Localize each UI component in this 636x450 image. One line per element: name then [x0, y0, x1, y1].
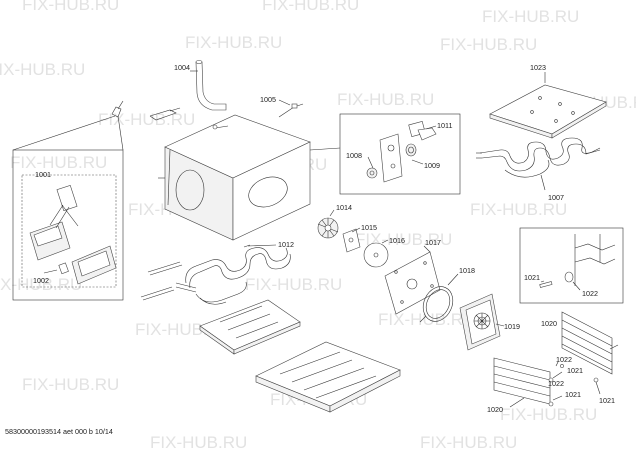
- oven-cavity-part: [158, 114, 311, 241]
- detail-box-frame: [12, 149, 124, 301]
- detail-box-frame: [339, 113, 461, 195]
- leader-line: [43, 269, 58, 274]
- watermark-text: FIX-HUB.RU: [482, 7, 579, 26]
- fan-cover-part: 1019: [459, 293, 520, 351]
- detail-box-inner: [21, 174, 117, 288]
- drawing-reference-footer: 58300000193514 aet 000 b 10/14: [5, 427, 113, 436]
- watermark-text: FIX-HUB.RU: [337, 90, 434, 109]
- part-label-1019: 1019: [504, 322, 520, 331]
- watermark-text: FIX-HUB.RU: [440, 35, 537, 54]
- part-label-1004: 1004: [174, 63, 190, 72]
- lower-heater-element-part: 1012: [175, 240, 294, 305]
- thermostat-part: [29, 184, 79, 261]
- part-label-1023: 1023: [530, 63, 546, 72]
- bottom-tray-part: [255, 341, 401, 413]
- ring-element-part: 1018: [419, 266, 475, 323]
- part-label-1021: 1021: [567, 366, 583, 375]
- back-panel-part: 1017: [384, 238, 441, 315]
- part-label-1007: 1007: [548, 193, 564, 202]
- part-label-1021: 1021: [565, 390, 581, 399]
- part-label-1020: 1020: [487, 405, 503, 414]
- sensor-parts: [111, 100, 181, 121]
- part-label-1002: 1002: [33, 276, 49, 285]
- top-panel-part: 1023: [489, 63, 607, 139]
- watermark-text: FIX-HUB.RU: [0, 60, 85, 79]
- floor-plate-part: [199, 299, 301, 355]
- part-label-1009: 1009: [424, 161, 440, 170]
- side-rack-upper-part: 1020: [541, 311, 619, 375]
- watermark-text: FIX-HUB.RU: [185, 33, 282, 52]
- part-label-1008: 1008: [346, 151, 362, 160]
- part-label-1001: 1001: [35, 170, 51, 179]
- bracket-part-1015: 1015: [342, 223, 377, 253]
- leader-line: [117, 115, 124, 151]
- part-label-1005: 1005: [260, 95, 276, 104]
- watermark-text: FIX-HUB.RU: [22, 375, 119, 394]
- part-label-1021: 1021: [599, 396, 615, 405]
- detail-box-1011: 1011 1008 1009: [339, 113, 461, 195]
- watermark-text: FIX-HUB.RU: [0, 275, 82, 294]
- part-label-1018: 1018: [459, 266, 475, 275]
- detail-box-1001: 1001 1002: [12, 115, 124, 301]
- watermark-text: FIX-HUB.RU: [420, 433, 517, 450]
- top-heater-element-part: 1007: [476, 137, 601, 202]
- duct-pipe-part: 1004: [174, 60, 227, 111]
- watermark-text: FIX-HUB.RU: [150, 433, 247, 450]
- watermark-text: FIX-HUB.RU: [245, 275, 342, 294]
- part-label-1012: 1012: [278, 240, 294, 249]
- part-label-1017: 1017: [425, 238, 441, 247]
- watermark-text: FIX-HUB.RU: [470, 200, 567, 219]
- part-label-1020: 1020: [541, 319, 557, 328]
- watermark-text: FIX-HUB.RU: [262, 0, 359, 14]
- part-label-1022: 1022: [548, 379, 564, 388]
- window-plate-part: [58, 245, 117, 285]
- part-label-1016: 1016: [389, 236, 405, 245]
- clip-part-1005: 1005: [260, 95, 304, 118]
- part-label-1011: 1011: [437, 121, 452, 130]
- leader-line: [309, 147, 341, 151]
- fan-motor-part: 1014: [317, 203, 352, 239]
- leader-line: [12, 115, 116, 151]
- watermark-text: FIX-HUB.RU: [22, 0, 119, 14]
- watermark-text: FIX-HUB.RU: [378, 310, 475, 329]
- detail-box-frame: [519, 227, 624, 304]
- part-label-1015: 1015: [361, 223, 377, 232]
- part-label-1014: 1014: [336, 203, 352, 212]
- gasket-part-1016: 1016: [363, 236, 405, 268]
- detail-box-1021: 1021 1022: [519, 227, 624, 304]
- floor-rail-part: [140, 261, 183, 301]
- part-label-1021: 1021: [524, 273, 540, 282]
- fastener-parts: [548, 361, 601, 407]
- watermark-text: FIX-HUB.RU: [500, 405, 597, 424]
- part-label-1022: 1022: [556, 355, 572, 364]
- watermark-text: FIX-HUB.RU: [10, 153, 107, 172]
- part-label-1022: 1022: [582, 289, 598, 298]
